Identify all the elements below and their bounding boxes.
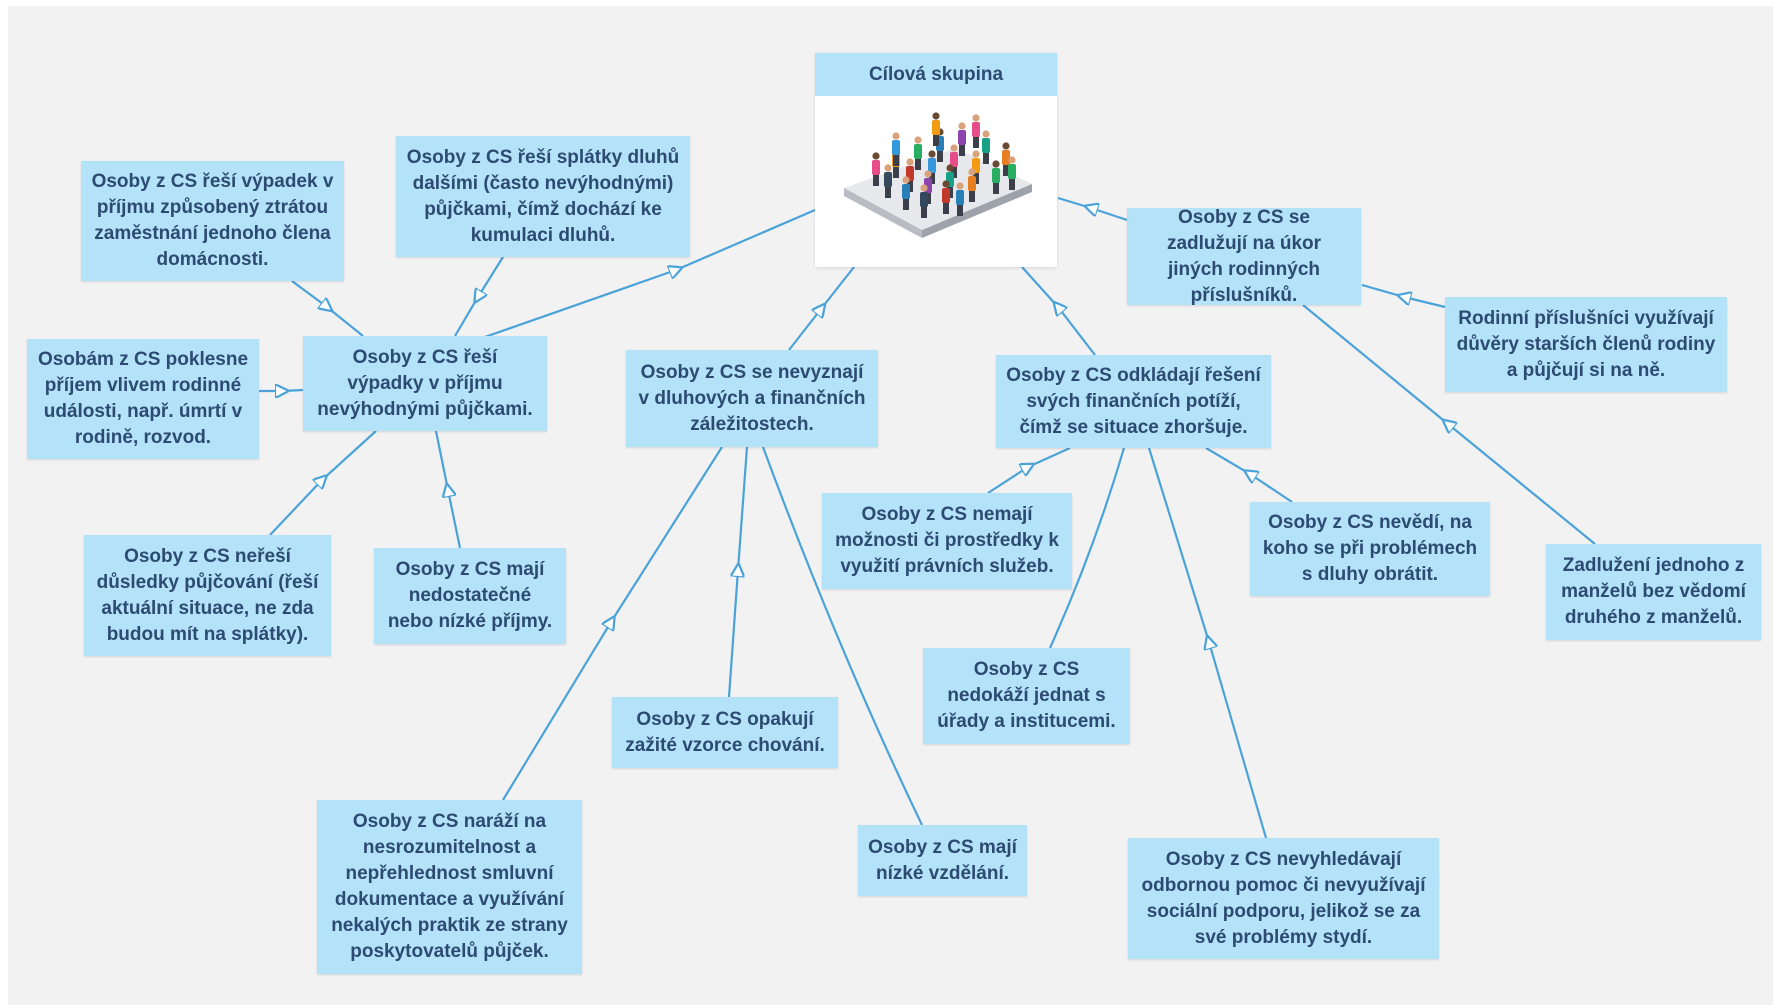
person-figure — [928, 150, 936, 184]
connector-nevyznaji-root — [788, 266, 855, 351]
root-node-title: Cílová skupina — [815, 53, 1057, 96]
connector-nesrozumitelnost-nevyznaji — [502, 446, 723, 801]
connector-urady-odkladaji — [1048, 447, 1126, 649]
connector-odkladaji-root — [1021, 266, 1096, 356]
person-figure — [1002, 142, 1010, 176]
person-figure — [872, 152, 880, 186]
person-figure — [914, 136, 922, 170]
root-node-target-group[interactable]: Cílová skupina — [815, 53, 1057, 267]
node-urady-instituce[interactable]: Osoby z CS nedokáží jednat s úřady a ins… — [923, 648, 1130, 744]
node-neresi-dusledky[interactable]: Osoby z CS neřeší důsledky půjčování (ře… — [84, 535, 331, 656]
person-figure — [972, 114, 980, 148]
person-figure — [982, 130, 990, 164]
person-figure — [920, 184, 928, 218]
connector-stydi-odkladaji — [1147, 447, 1268, 839]
node-pravni-sluzby[interactable]: Osoby z CS nemají možnosti či prostředky… — [822, 493, 1072, 589]
node-rodinna-udalost[interactable]: Osobám z CS poklesne příjem vlivem rodin… — [27, 339, 259, 459]
person-figure — [902, 176, 910, 210]
node-ztrata-zamestnani[interactable]: Osoby z CS řeší výpadek v příjmu způsobe… — [81, 161, 344, 281]
connector-manzele-zadluzuji — [1302, 304, 1596, 545]
node-nizke-vzdelani[interactable]: Osoby z CS mají nízké vzdělání. — [858, 825, 1027, 896]
connector-splatky-vypadky — [454, 256, 504, 337]
node-odkladaji-reseni[interactable]: Osoby z CS odkládají řešení svých finanč… — [996, 355, 1271, 448]
crowd-illustration-icon — [844, 112, 1032, 238]
person-figure — [942, 180, 950, 214]
node-nevyznaji-se[interactable]: Osoby z CS se nevyznají v dluhových a fi… — [626, 350, 878, 447]
connector-vypadky-root — [484, 208, 816, 339]
node-nizke-prijmy[interactable]: Osoby z CS mají nedostatečné nebo nízké … — [374, 548, 566, 644]
person-figure — [950, 144, 958, 178]
connector-nevedi-odkladaji — [1205, 447, 1293, 503]
connector-vzorce-nevyznaji — [727, 446, 749, 698]
node-duvera-starsich[interactable]: Rodinní příslušníci využívají důvěry sta… — [1445, 297, 1727, 392]
person-figure — [968, 168, 976, 202]
node-splatky-dluhu[interactable]: Osoby z CS řeší splátky dluhů dalšími (č… — [396, 136, 690, 257]
person-figure — [884, 164, 892, 198]
node-vypadky-nevyhodne-pujcky[interactable]: Osoby z CS řeší výpadky v příjmu nevýhod… — [303, 336, 547, 431]
connector-zadluzuji-root — [1057, 196, 1128, 222]
person-figure — [992, 160, 1000, 194]
connector-duvera-zadluzuji — [1361, 283, 1446, 309]
connector-udalost-vypadky — [259, 390, 304, 391]
node-bez-vedomi-manzela[interactable]: Zadlužení jednoho z manželů bez vědomí d… — [1546, 544, 1761, 640]
node-nevedi-na-koho[interactable]: Osoby z CS nevědí, na koho se při problé… — [1250, 502, 1490, 596]
connector-pravni-odkladaji — [987, 446, 1071, 494]
connector-prijmy-vypadky — [434, 430, 462, 549]
person-figure — [958, 122, 966, 156]
connector-vzdelani-nevyznaji — [761, 446, 923, 826]
node-zadluzuji-se[interactable]: Osoby z CS se zadlužují na úkor jiných r… — [1127, 207, 1361, 306]
person-figure — [932, 112, 940, 146]
node-vzorce-chovani[interactable]: Osoby z CS opakují zažité vzorce chování… — [612, 697, 838, 768]
person-figure — [892, 132, 900, 166]
connector-dusledky-vypadky — [269, 430, 377, 536]
person-figure — [1008, 156, 1016, 190]
connector-ztrata-vypadky — [291, 280, 364, 337]
node-nesrozumitelnost-dokumentace[interactable]: Osoby z CS naráží na nesrozumitelnost a … — [317, 800, 582, 974]
person-figure — [956, 182, 964, 216]
node-stydi-se[interactable]: Osoby z CS nevyhledávají odbornou pomoc … — [1128, 838, 1439, 959]
